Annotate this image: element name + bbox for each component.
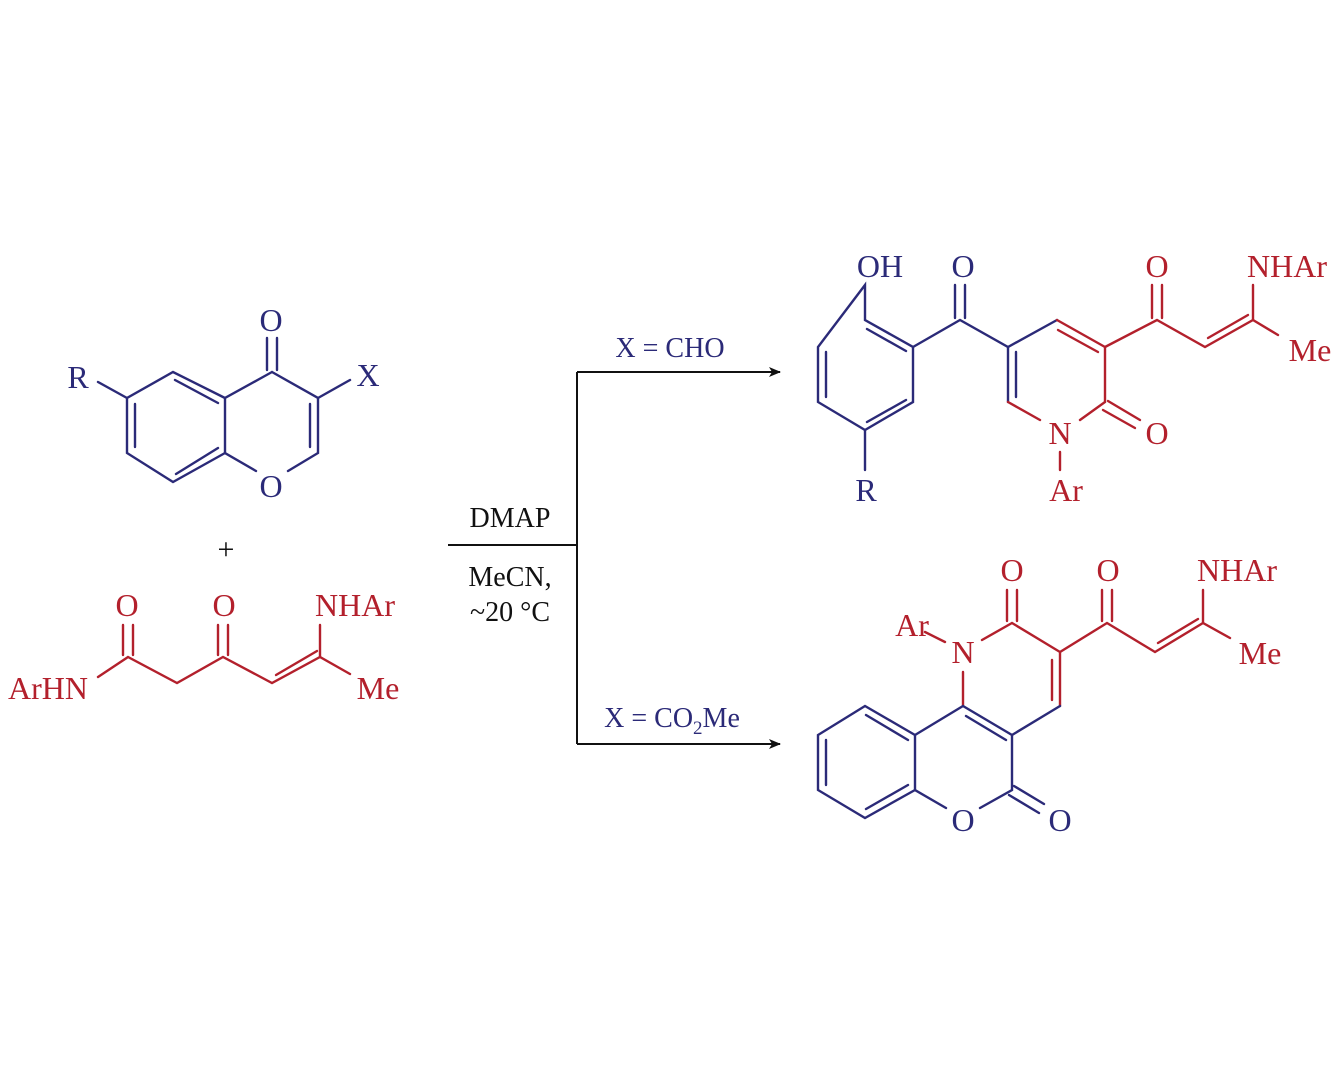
amide-oxygen-label: O: [115, 587, 138, 623]
r-substituent-label: R: [855, 472, 877, 508]
nhar-label: NHAr: [315, 587, 395, 623]
nhar-label: NHAr: [1197, 552, 1277, 588]
methyl-label: Me: [1239, 635, 1282, 671]
solvent-label: MeCN,: [468, 562, 551, 593]
chromenopyridine-product: Ar N O O NHAr Me O O: [816, 552, 1282, 838]
enaminone-amide-reactant: O O NHAr ArHN Me: [8, 587, 399, 706]
branch-bottom-label: X = CO2Me: [604, 703, 740, 739]
keto-oxygen-label: O: [212, 587, 235, 623]
pyridone-oxygen-label: O: [1145, 415, 1168, 451]
carbonyl-oxygen-label: O: [259, 302, 282, 338]
ring-nitrogen-label: N: [951, 634, 974, 670]
ring-oxygen-label: O: [259, 468, 282, 504]
ring-oxygen-label: O: [951, 802, 974, 838]
nhar-label: NHAr: [1247, 248, 1327, 284]
pyridone-oxygen-label: O: [1000, 552, 1023, 588]
side-oxygen-label: O: [1096, 552, 1119, 588]
lactone-oxygen-label: O: [1048, 802, 1071, 838]
pyridone-product: OH O R O NHAr Me N O Ar: [816, 248, 1332, 508]
aryl-label: Ar: [1049, 472, 1083, 508]
plus-sign: +: [218, 533, 235, 566]
ketone-oxygen-label: O: [951, 248, 974, 284]
methyl-label: Me: [1289, 332, 1332, 368]
methyl-label: Me: [357, 670, 400, 706]
side-oxygen-label: O: [1145, 248, 1168, 284]
x-substituent-label: X: [356, 357, 379, 393]
branched-reaction-arrow: DMAP MeCN, ~20 °C X = CHO X = CO2Me: [448, 333, 781, 749]
temperature-label: ~20 °C: [470, 597, 550, 628]
ring-nitrogen-label: N: [1048, 415, 1071, 451]
aryl-label: Ar: [895, 607, 929, 643]
arhn-label: ArHN: [8, 670, 88, 706]
chromone-reactant: O X R O: [67, 302, 379, 504]
r-substituent-label: R: [67, 359, 89, 395]
hydroxyl-label: OH: [857, 248, 903, 284]
reagent-label: DMAP: [470, 503, 551, 534]
branch-top-label: X = CHO: [615, 333, 724, 364]
